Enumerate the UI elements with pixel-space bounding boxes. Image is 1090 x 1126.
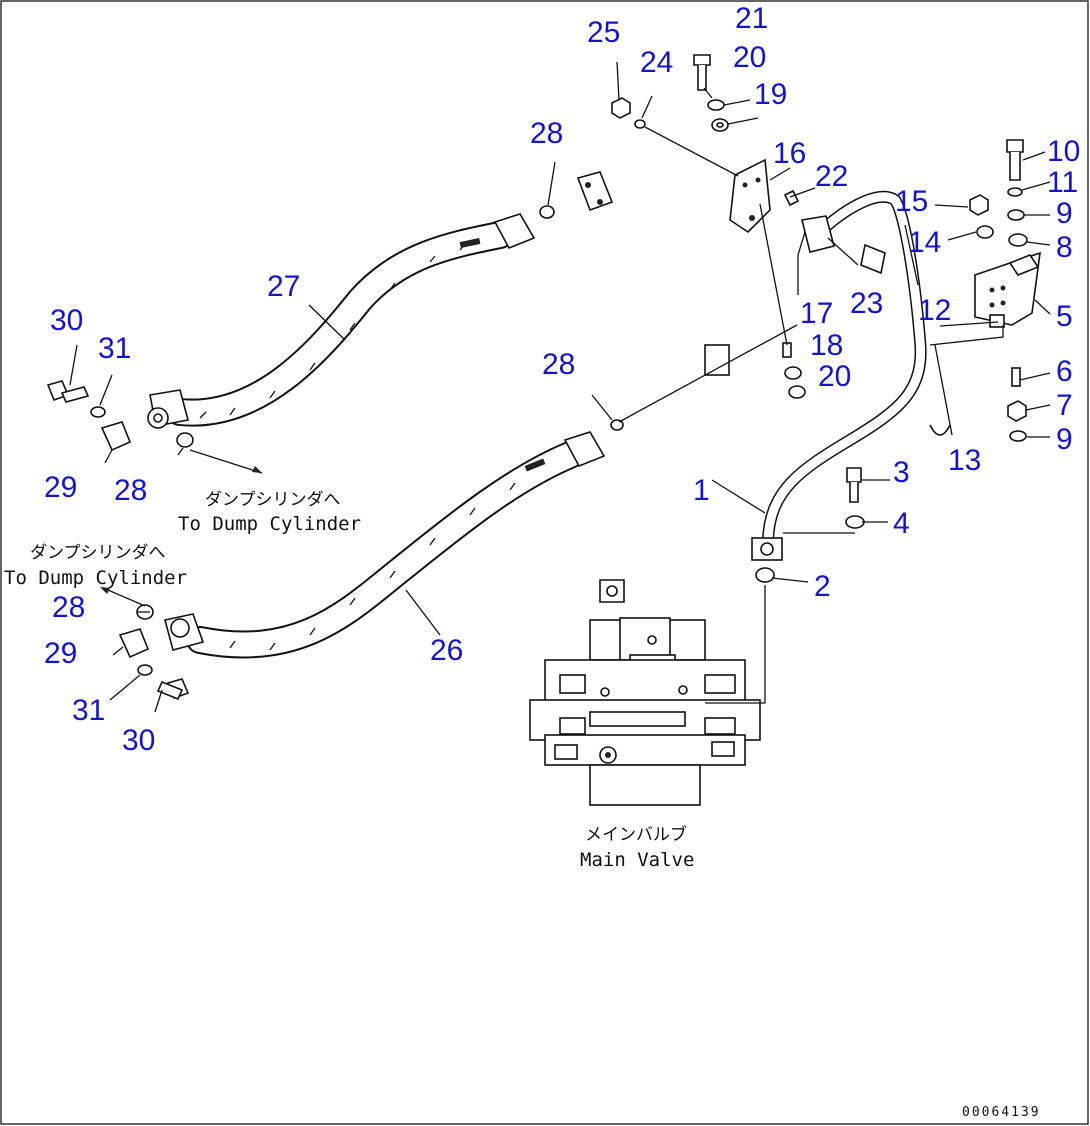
label-20-lower: 20 [818,360,851,393]
label-14: 14 [908,226,941,259]
hose-27 [147,213,536,429]
label-9-lower: 9 [1056,423,1073,456]
arrow-to-dump-cylinder-upper [189,449,263,474]
label-29-lower: 29 [44,637,77,670]
tube-17 [576,154,730,603]
label-13: 13 [948,444,981,477]
label-11: 11 [1047,166,1078,199]
label-28-left-lower: 28 [52,591,85,624]
tube-1 [751,190,927,561]
label-10: 10 [1047,135,1080,168]
label-25: 25 [587,16,620,49]
caption-dump-cylinder-lower-en: To Dump Cylinder [4,567,187,589]
label-28-top: 28 [530,117,563,150]
caption-main-valve-jp: メインバルブ [585,824,687,845]
label-31-upper: 31 [98,332,131,365]
label-28-left-upper: 28 [114,474,147,507]
label-23: 23 [850,287,883,320]
label-22: 22 [815,160,848,193]
drawing-code: 00064139 [962,1105,1041,1120]
caption-dump-cylinder-upper-en: To Dump Cylinder [178,513,361,535]
label-1: 1 [693,474,710,507]
label-12: 12 [918,294,951,327]
leader-lines [69,61,1051,713]
label-30-upper: 30 [50,304,83,337]
label-8: 8 [1056,231,1073,264]
label-30-lower: 30 [122,724,155,757]
captions: ダンプシリンダへ To Dump Cylinder ダンプシリンダへ To Du… [4,490,1041,1120]
label-15: 15 [895,185,928,218]
main-valve [529,617,761,806]
bracket-16 [729,158,771,234]
label-9-upper: 9 [1056,197,1073,230]
label-4: 4 [893,507,910,540]
label-18: 18 [810,329,843,362]
caption-main-valve-en: Main Valve [580,849,694,871]
label-20-upper: 20 [733,41,766,74]
label-19: 19 [754,78,787,111]
label-29-upper: 29 [44,471,77,504]
label-5: 5 [1056,300,1073,333]
caption-dump-cylinder-upper-jp: ダンプシリンダへ [205,490,341,510]
clamp-23 [860,243,886,275]
hardware [46,54,1028,701]
label-28-center: 28 [542,348,575,381]
label-6: 6 [1056,355,1073,388]
caption-dump-cylinder-lower-jp: ダンプシリンダへ [30,543,166,563]
label-17: 17 [800,297,833,330]
part-labels: 1 2 3 4 5 6 7 8 9 9 10 11 12 13 14 15 16… [44,2,1080,757]
label-7: 7 [1056,389,1073,422]
label-27: 27 [267,270,300,303]
hose-26 [164,431,606,659]
label-16: 16 [773,137,806,170]
arrow-to-dump-cylinder-lower [100,587,146,607]
label-3: 3 [893,456,910,489]
label-26: 26 [430,634,463,667]
label-24: 24 [640,46,673,79]
label-31-lower: 31 [72,694,105,727]
bracket-5 [974,251,1041,326]
label-2: 2 [814,570,831,603]
label-21: 21 [735,2,768,35]
